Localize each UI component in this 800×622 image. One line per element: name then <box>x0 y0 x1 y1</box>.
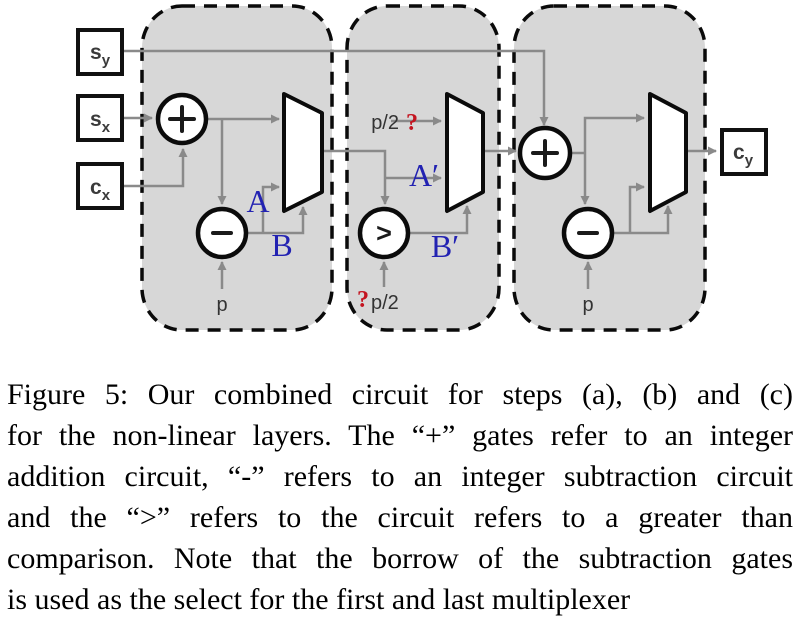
greater-than-icon: > <box>376 218 392 248</box>
caption-line: Figure 5: Our combined circuit for steps… <box>7 378 793 411</box>
caption-line: addition circuit, “-” refers to an integ… <box>7 460 793 493</box>
wire-sub3-branch-mux3 <box>628 182 645 233</box>
block-step-c <box>512 4 707 332</box>
input-box-sx <box>76 94 124 142</box>
wire-junction-to-mux3 <box>583 113 645 153</box>
input-label-sy: sy <box>90 41 111 69</box>
wire-sub1-branch-mux1 <box>261 182 280 233</box>
circuit-diagram: sy sx cx cy > p p p/2 ? ? p/2 A <box>76 4 768 332</box>
output-label-cy: cy <box>733 141 754 169</box>
wire-sy-to-add3 <box>123 49 549 126</box>
input-label-cx: cx <box>90 176 111 204</box>
wire-mux1-to-gt <box>324 149 390 205</box>
figure-caption: Figure 5: Our combined circuit for steps… <box>7 374 793 620</box>
caption-line: comparison. Note that the borrow of the … <box>7 542 793 575</box>
p-label-block-a: p <box>216 294 227 316</box>
wire-sub1-select-mux1 <box>247 206 308 235</box>
caption-line: is used as the select for the first and … <box>7 583 631 616</box>
input-box-sy <box>76 28 124 76</box>
wire-cx-to-add1 <box>123 148 188 188</box>
multiplexer-2 <box>445 92 485 213</box>
p-half-label-top: p/2 <box>371 112 399 134</box>
greater-than-gate <box>357 206 411 260</box>
question-mark-bottom: ? <box>357 287 369 313</box>
input-label-sx: sx <box>90 108 111 136</box>
block-step-a <box>140 4 334 332</box>
output-box-cy <box>720 128 768 176</box>
plus-icon <box>168 105 196 133</box>
mux2-select-b-prime-label: B′ <box>431 228 459 264</box>
caption-line: and the “>” refers to the circuit refers… <box>7 501 793 534</box>
plus-icon <box>531 139 559 167</box>
p-half-label-bottom: p/2 <box>371 292 399 314</box>
wire-sub3-select-mux3 <box>613 205 673 235</box>
input-box-cx <box>76 162 124 210</box>
wire-gt-select-mux2 <box>409 205 472 235</box>
caption-line: for the non-linear layers. The “+” gates… <box>7 419 793 452</box>
mux2-input-a-prime-label: A′ <box>409 157 439 193</box>
p-label-block-c: p <box>582 294 593 316</box>
question-mark-top: ? <box>406 110 418 136</box>
mux1-input-a-label: A <box>246 183 269 219</box>
mux1-select-b-label: B <box>271 227 292 263</box>
wires <box>123 49 717 289</box>
multiplexer-1 <box>282 92 324 213</box>
multiplexer-3 <box>648 92 688 213</box>
